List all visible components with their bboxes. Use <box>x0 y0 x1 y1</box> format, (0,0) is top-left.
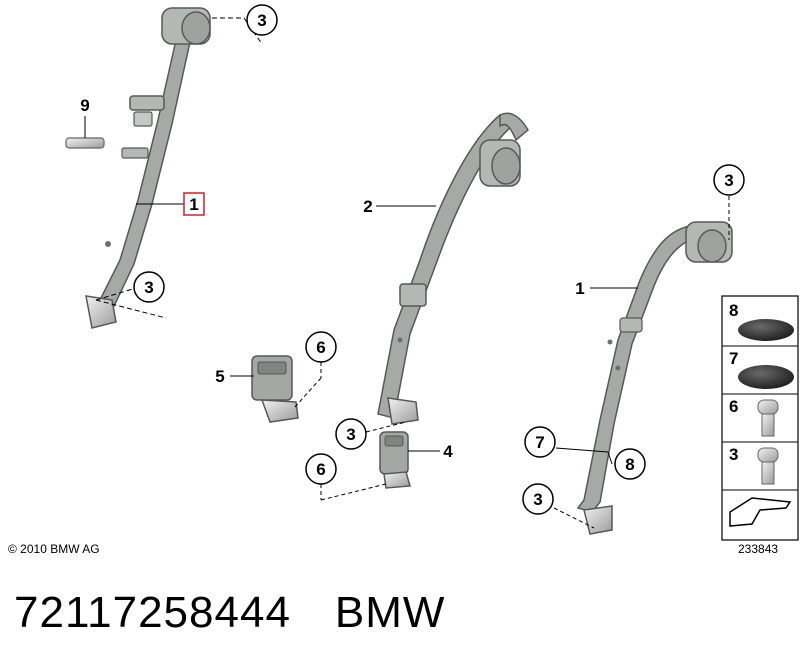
svg-text:3: 3 <box>533 490 542 509</box>
callout-top-left-3: 3 <box>246 4 278 36</box>
part-number: 72117258444 <box>14 588 291 637</box>
diagram-number: 233843 <box>738 542 779 556</box>
right-belt-retractor <box>685 221 733 263</box>
svg-text:7: 7 <box>535 433 544 452</box>
callout-cap-8: 8 <box>614 448 646 480</box>
svg-text:1: 1 <box>189 195 198 214</box>
svg-text:3: 3 <box>729 445 738 464</box>
center-belt-retractor <box>479 139 521 187</box>
callout-center-anchor-3: 3 <box>335 418 367 450</box>
svg-text:7: 7 <box>729 349 738 368</box>
bolt-icon <box>757 447 779 485</box>
left-belt-retractor <box>161 7 211 45</box>
brand-name: BMW <box>334 588 446 637</box>
svg-text:6: 6 <box>316 460 325 479</box>
svg-text:4: 4 <box>443 442 453 461</box>
legend-row-8: 8 <box>729 301 794 341</box>
left-belt-anchor-plate <box>85 295 117 329</box>
center-belt-latch <box>399 283 427 307</box>
svg-text:3: 3 <box>144 278 153 297</box>
leader-lines <box>84 17 730 529</box>
callout-buckle-5: 5 <box>215 367 224 386</box>
callout-right-top-3: 3 <box>713 164 745 196</box>
arrow-icon <box>729 497 792 527</box>
svg-text:9: 9 <box>80 96 89 115</box>
svg-text:5: 5 <box>215 367 224 386</box>
callout-trim-strip-9: 9 <box>80 96 89 115</box>
legend-row-7: 7 <box>729 349 794 389</box>
callout-left-belt-1: 1 <box>183 192 205 216</box>
legend-row-3: 3 <box>729 445 779 485</box>
svg-text:2: 2 <box>363 197 372 216</box>
callout-buckle5-fastener-6: 6 <box>305 331 337 363</box>
right-seat-belt <box>576 221 733 535</box>
trim-strip <box>65 137 105 149</box>
callout-right-anchor-3: 3 <box>522 483 554 515</box>
center-seat-belt <box>377 112 529 425</box>
center-belt-anchor-plate <box>387 397 419 425</box>
callout-left-anchor-3: 3 <box>133 271 165 303</box>
svg-text:3: 3 <box>724 171 733 190</box>
callout-right-belt-1: 1 <box>575 279 584 298</box>
single-buckle <box>379 431 411 489</box>
svg-text:1: 1 <box>575 279 584 298</box>
svg-text:3: 3 <box>346 425 355 444</box>
right-belt-anchor-plate <box>583 505 613 535</box>
double-buckle <box>251 355 299 423</box>
svg-text:3: 3 <box>257 11 266 30</box>
svg-text:8: 8 <box>625 455 634 474</box>
svg-text:8: 8 <box>729 301 738 320</box>
callout-cap-7: 7 <box>524 426 556 458</box>
parts-legend: 8 7 6 3 <box>721 295 799 541</box>
svg-text:6: 6 <box>729 397 738 416</box>
copyright-notice: © 2010 BMW AG <box>8 542 100 556</box>
callouts: 3 9 1 3 2 5 6 3 4 6 <box>80 4 745 515</box>
bolt-icon <box>757 399 779 437</box>
left-seat-belt <box>85 7 211 329</box>
callout-buckle-4: 4 <box>443 442 453 461</box>
callout-center-belt-2: 2 <box>363 197 372 216</box>
callout-buckle4-fastener-6: 6 <box>305 453 337 485</box>
svg-text:6: 6 <box>316 338 325 357</box>
caption: 72117258444 BMW <box>14 588 445 638</box>
left-belt-guide <box>129 95 165 127</box>
legend-row-6: 6 <box>729 397 779 437</box>
